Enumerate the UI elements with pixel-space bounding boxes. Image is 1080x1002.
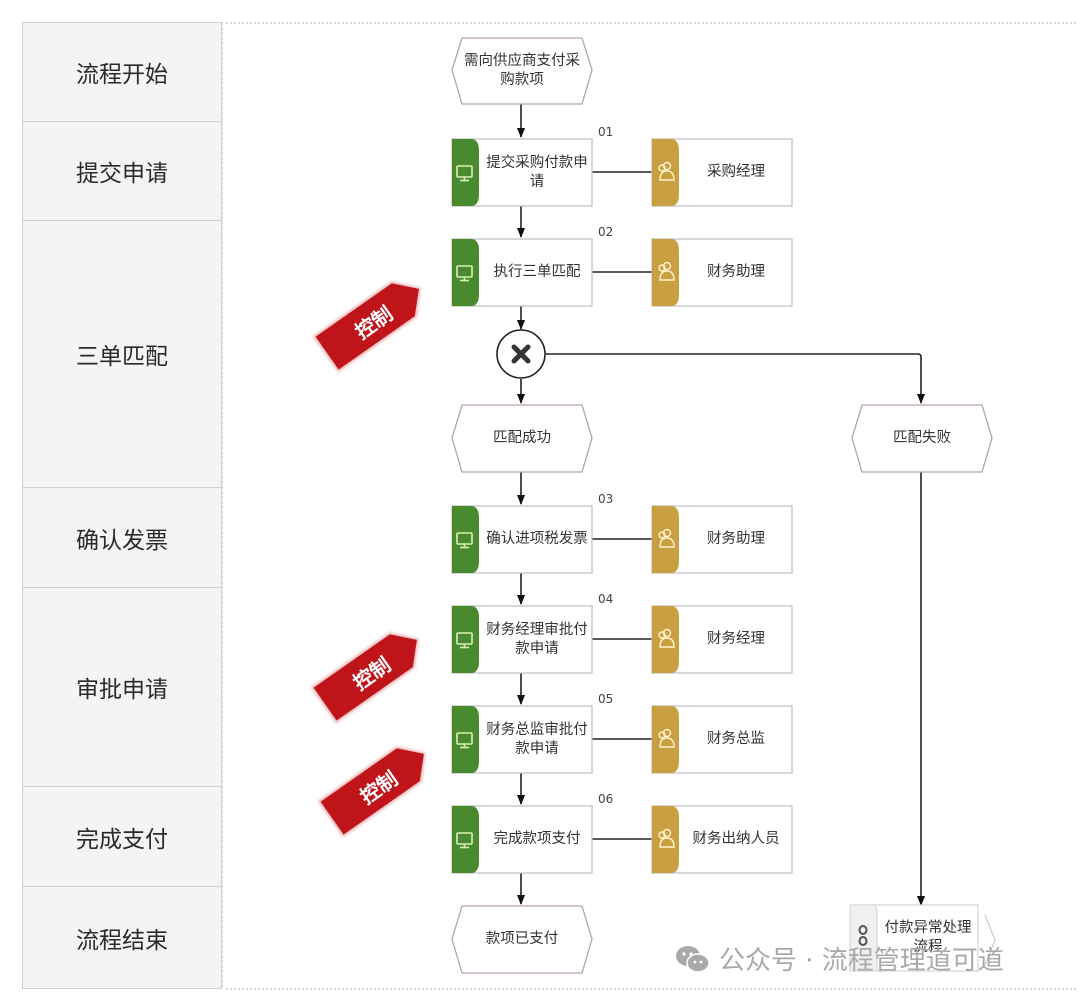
connector [546,353,925,404]
role-5 [651,705,793,774]
lane-three-way-match: 三单匹配 [22,220,222,488]
x-icon [511,344,531,364]
activity-label: 财务经理审批付款申请 [486,621,588,657]
activity-04 [451,605,593,674]
xor-gateway [496,329,546,379]
activity-number: 01 [598,125,614,139]
activity-label: 完成款项支付 [493,831,581,847]
activity-03 [451,505,593,574]
activity-06 [451,805,593,874]
wechat-icon [676,945,710,973]
activity-number: 03 [598,492,614,506]
watermark: 公众号 · 流程管理道可道 [675,940,1004,977]
end-event-label: 款项已支付 [485,931,559,947]
monitor-icon [456,265,473,282]
activity-label: 确认进项税发票 [486,531,588,547]
link-icon [858,925,868,946]
role-6 [651,805,793,874]
role-label: 财务总监 [707,731,765,747]
activity-05 [451,705,593,774]
users-icon [658,628,675,648]
monitor-icon [456,632,473,649]
control-tag [312,280,422,373]
users-icon [658,728,675,748]
watermark-text: 公众号 · 流程管理道可道 [719,946,1004,976]
monitor-icon [456,832,473,849]
monitor-icon [456,532,473,549]
activity-number: 05 [598,692,614,706]
users-icon [658,528,675,548]
role-4 [651,605,793,674]
role-1 [651,138,793,207]
start-event [451,37,593,105]
activity-label: 执行三单匹配 [493,264,581,280]
start-event-label: 需向供应商支付采购款项 [464,53,580,88]
activity-label: 提交采购付款申请 [486,154,588,190]
control-tag [317,745,427,838]
users-icon [658,161,675,181]
lane-end: 流程结束 [22,886,222,989]
activity-label: 财务总监审批付款申请 [486,721,588,757]
bottom-border [226,988,1076,990]
lane-confirm-invoice: 确认发票 [22,487,222,588]
role-label: 采购经理 [707,164,765,180]
monitor-icon [456,732,473,749]
activity-number: 04 [598,592,614,606]
activity-number: 02 [598,225,614,239]
activity-01 [451,138,593,207]
lane-payment: 完成支付 [22,786,222,887]
lane-divider [222,22,223,988]
match-success-label: 匹配成功 [493,430,551,446]
role-label: 财务助理 [707,264,765,280]
lane-approve: 审批申请 [22,587,222,787]
activity-02 [451,238,593,307]
control-tag [310,631,420,724]
lane-start: 流程开始 [22,22,222,122]
match-fail-label: 匹配失败 [893,430,951,446]
role-label: 财务助理 [707,531,765,547]
match-fail-event [851,404,993,473]
end-event [451,905,593,974]
top-border [226,22,1076,24]
subprocess-label: 付款异常处理流程 [884,920,972,955]
subprocess-exception-flow [849,904,996,972]
role-3 [651,505,793,574]
role-2 [651,238,793,307]
match-success-event [451,404,593,473]
users-icon [658,261,675,281]
users-icon [658,828,675,848]
activity-number: 06 [598,792,614,806]
role-label: 财务经理 [707,631,765,647]
role-label: 财务出纳人员 [692,831,780,847]
monitor-icon [456,165,473,182]
